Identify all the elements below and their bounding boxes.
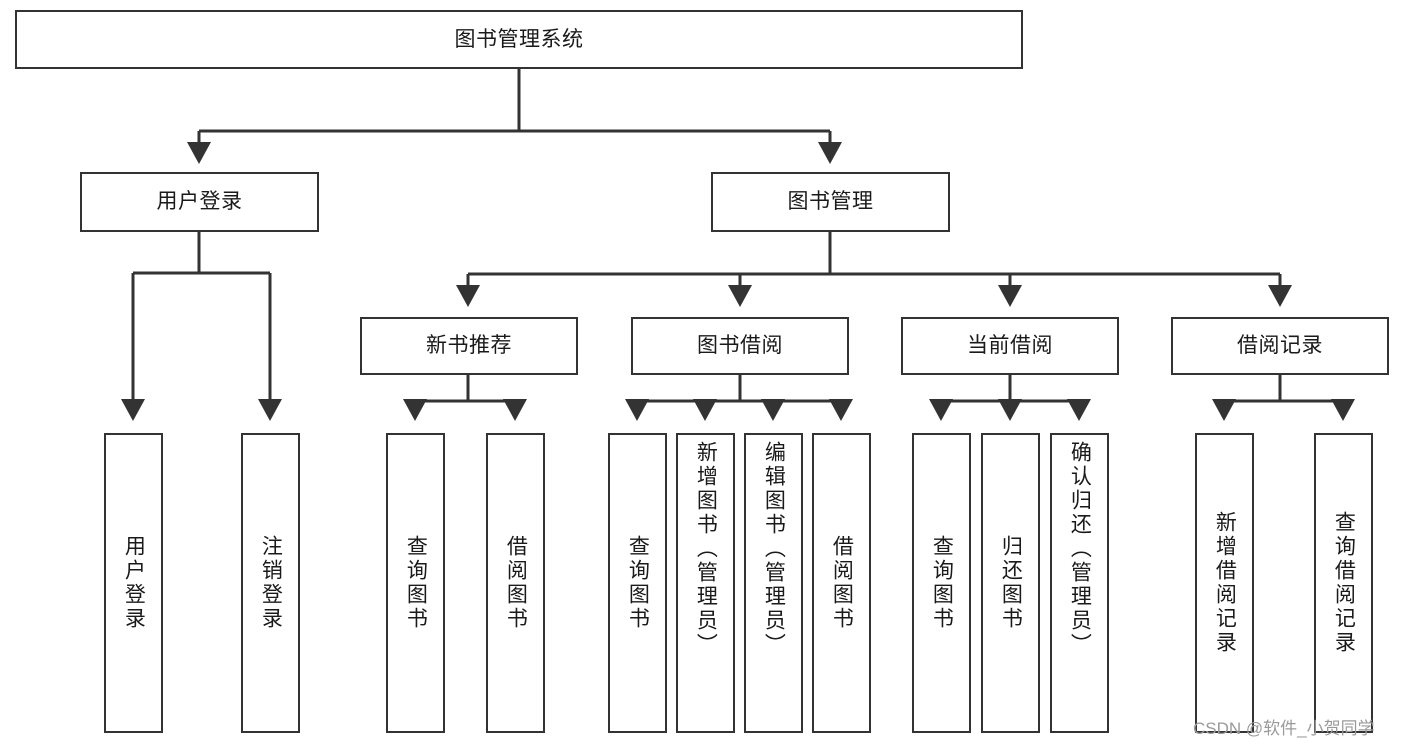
node-new-book-recommend[interactable]: 新书推荐: [360, 317, 578, 375]
node-leaf-query-book-2[interactable]: 查询图书: [608, 433, 667, 733]
node-book-borrow[interactable]: 图书借阅: [631, 317, 849, 375]
node-leaf-query-record[interactable]: 查询借阅记录: [1314, 433, 1373, 733]
node-leaf-query-book-1-label: 查询图书: [404, 535, 428, 631]
watermark-text: CSDN @软件_小贺同学: [1193, 719, 1375, 738]
node-leaf-edit-book[interactable]: 编辑图书（管理员）: [744, 433, 803, 733]
node-root-label: 图书管理系统: [454, 27, 584, 51]
node-leaf-return-book[interactable]: 归还图书: [981, 433, 1040, 733]
node-new-book-recommend-label: 新书推荐: [426, 334, 512, 358]
node-leaf-add-book-label: 新增图书（管理员）: [694, 441, 718, 657]
node-book-borrow-label: 图书借阅: [697, 334, 783, 358]
node-current-borrow[interactable]: 当前借阅: [901, 317, 1119, 375]
node-leaf-borrow-book-1-label: 借阅图书: [504, 535, 528, 631]
node-leaf-return-book-label: 归还图书: [999, 535, 1023, 631]
node-leaf-borrow-book-1[interactable]: 借阅图书: [486, 433, 545, 733]
node-leaf-user-login-label: 用户登录: [122, 535, 146, 631]
node-current-borrow-label: 当前借阅: [967, 334, 1053, 358]
node-leaf-add-record-label: 新增借阅记录: [1213, 511, 1237, 655]
node-leaf-borrow-book-2-label: 借阅图书: [830, 535, 854, 631]
node-leaf-confirm-return[interactable]: 确认归还（管理员）: [1050, 433, 1109, 733]
node-user-login[interactable]: 用户登录: [80, 172, 319, 232]
node-leaf-logout-label: 注销登录: [259, 535, 283, 631]
node-borrow-record-label: 借阅记录: [1237, 334, 1323, 358]
node-leaf-query-book-1[interactable]: 查询图书: [386, 433, 445, 733]
node-root[interactable]: 图书管理系统: [15, 10, 1023, 69]
node-leaf-borrow-book-2[interactable]: 借阅图书: [812, 433, 871, 733]
node-book-management-label: 图书管理: [787, 190, 874, 214]
node-leaf-add-record[interactable]: 新增借阅记录: [1195, 433, 1254, 733]
node-leaf-add-book[interactable]: 新增图书（管理员）: [676, 433, 735, 733]
node-leaf-query-book-2-label: 查询图书: [626, 535, 650, 631]
node-leaf-query-book-3[interactable]: 查询图书: [912, 433, 971, 733]
node-leaf-user-login[interactable]: 用户登录: [104, 433, 163, 733]
node-leaf-edit-book-label: 编辑图书（管理员）: [762, 441, 786, 657]
node-user-login-label: 用户登录: [156, 190, 243, 214]
node-leaf-logout[interactable]: 注销登录: [241, 433, 300, 733]
node-book-management[interactable]: 图书管理: [711, 172, 950, 232]
node-borrow-record[interactable]: 借阅记录: [1171, 317, 1389, 375]
node-leaf-confirm-return-label: 确认归还（管理员）: [1068, 441, 1092, 657]
node-leaf-query-record-label: 查询借阅记录: [1332, 511, 1356, 655]
node-leaf-query-book-3-label: 查询图书: [930, 535, 954, 631]
